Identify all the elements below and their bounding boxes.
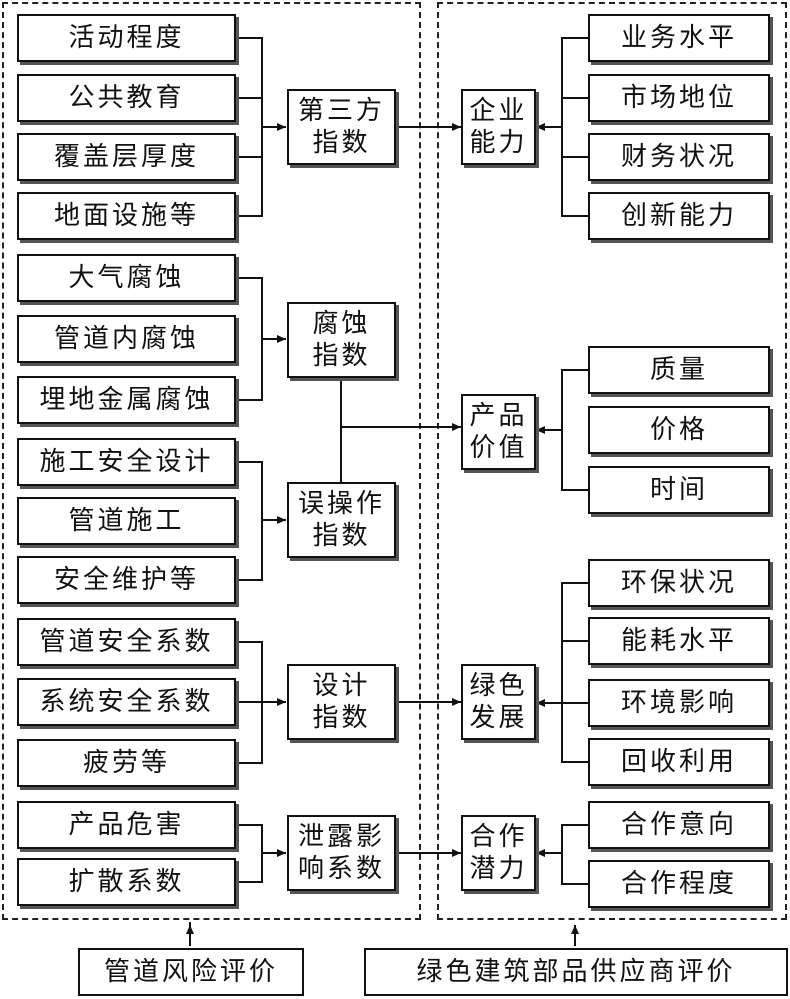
leaf-system-safety-factor: 系统安全系数: [17, 678, 236, 726]
leaf-activity-level: 活动程度: [17, 14, 236, 62]
leaf-time: 时间: [588, 466, 770, 514]
index-corrosion: 腐蚀 指数: [287, 302, 396, 378]
leaf-public-education: 公共教育: [17, 74, 236, 122]
index-third-party: 第三方 指数: [287, 89, 396, 165]
leaf-fatigue: 疲劳等: [17, 739, 236, 787]
leaf-financial-status: 财务状况: [588, 133, 770, 181]
leaf-price: 价格: [588, 406, 770, 454]
leaf-ground-facilities: 地面设施等: [17, 192, 236, 240]
leaf-cooperation-intention: 合作意向: [588, 801, 770, 849]
leaf-cooperation-degree: 合作程度: [588, 860, 770, 908]
leaf-energy-consumption: 能耗水平: [588, 617, 770, 665]
footer-left-title: 管道风险评价: [78, 948, 304, 996]
left-group-frame: [2, 2, 421, 920]
leaf-cover-thickness: 覆盖层厚度: [17, 133, 236, 181]
leaf-internal-corrosion: 管道内腐蚀: [17, 315, 236, 363]
leaf-buried-metal-corrosion: 埋地金属腐蚀: [17, 376, 236, 424]
leaf-market-position: 市场地位: [588, 74, 770, 122]
index-misoperation: 误操作 指数: [287, 482, 396, 558]
leaf-pipeline-safety-factor: 管道安全系数: [17, 618, 236, 666]
leaf-atmospheric-corrosion: 大气腐蚀: [17, 254, 236, 302]
leaf-recycling: 回收利用: [588, 738, 770, 786]
leaf-construction-safety-design: 施工安全设计: [17, 438, 236, 486]
leaf-environmental-status: 环保状况: [588, 559, 770, 607]
leaf-safety-maintenance: 安全维护等: [17, 556, 236, 604]
leaf-business-level: 业务水平: [588, 14, 770, 62]
leaf-pipeline-construction: 管道施工: [17, 497, 236, 545]
category-green-development: 绿色 发展: [461, 664, 536, 740]
leaf-environmental-impact: 环境影响: [588, 679, 770, 727]
leaf-diffusion-factor: 扩散系数: [17, 858, 236, 906]
index-design: 设计 指数: [287, 664, 396, 740]
index-leakage-impact: 泄露影 响系数: [287, 815, 396, 891]
leaf-quality: 质量: [588, 346, 770, 394]
footer-right-title: 绿色建筑部品供应商评价: [364, 948, 788, 996]
category-cooperation-potential: 合作 潜力: [461, 815, 536, 891]
category-enterprise-capability: 企业 能力: [461, 89, 536, 165]
right-group-frame: [437, 2, 787, 920]
leaf-product-hazard: 产品危害: [17, 801, 236, 849]
leaf-innovation-capability: 创新能力: [588, 192, 770, 240]
category-product-value: 产品 价值: [461, 394, 536, 470]
